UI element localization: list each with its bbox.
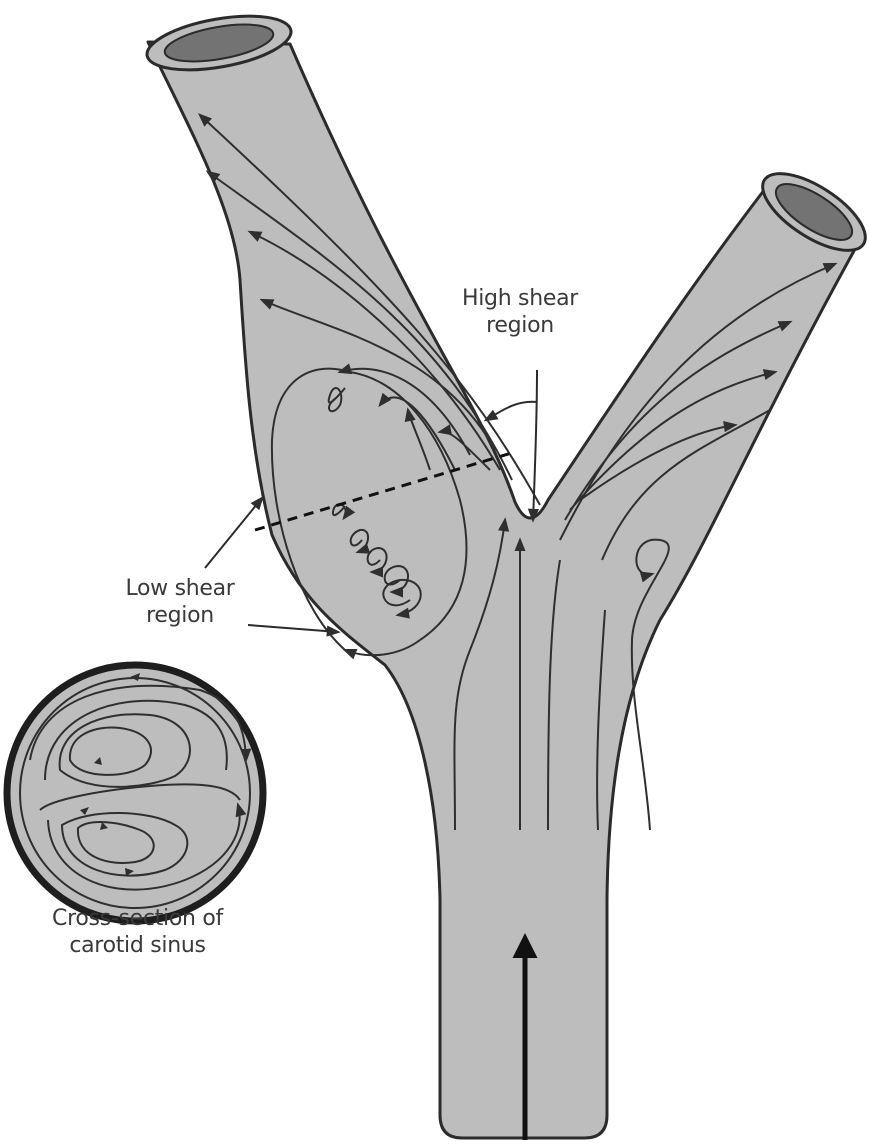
cross-section-caption-line-1: Cross-section of — [20, 905, 255, 932]
high-shear-label-line-1: High shear — [450, 285, 590, 312]
high-shear-label-line-2: region — [450, 312, 590, 339]
cross-section-circle — [7, 665, 263, 921]
cross-section-caption: Cross-section of carotid sinus — [20, 905, 255, 959]
low-shear-label-line-1: Low shear — [95, 575, 265, 602]
high-shear-region-label: High shear region — [450, 285, 590, 339]
low-shear-region-label: Low shear region — [95, 575, 265, 629]
low-shear-label-line-2: region — [95, 602, 265, 629]
cross-section-caption-line-2: carotid sinus — [20, 932, 255, 959]
